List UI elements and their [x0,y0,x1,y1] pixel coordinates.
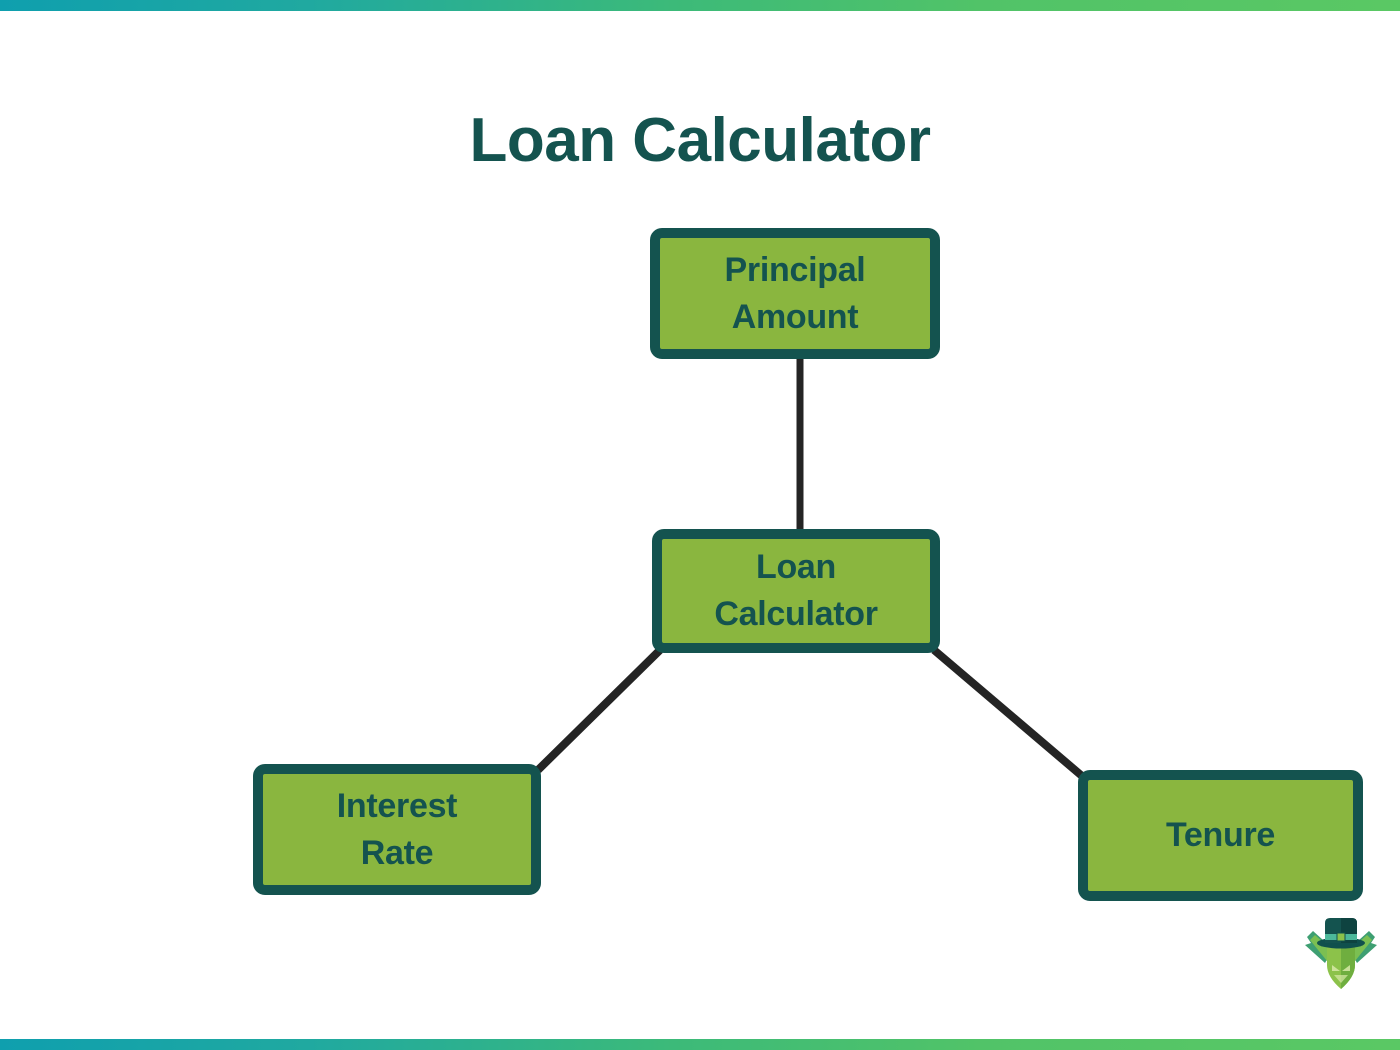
node-interest-rate-label: Interest Rate [336,786,458,872]
node-principal-amount-label: Principal Amount [724,250,866,336]
node-tenure[interactable]: Tenure [1078,770,1363,901]
node-interest-rate[interactable]: Interest Rate [253,764,541,895]
node-principal-amount[interactable]: Principal Amount [650,228,940,359]
page-title: Loan Calculator [469,105,931,175]
node-loan-calculator[interactable]: Loan Calculator [652,529,940,653]
bottom-gradient-rule [0,1039,1400,1050]
mascot-logo-icon [1305,918,1377,989]
node-loan-calculator-label: Loan Calculator [714,548,878,633]
node-tenure-label: Tenure [1165,816,1276,854]
edge-center-to-interest [535,647,663,773]
top-gradient-rule [0,0,1400,11]
edge-center-to-tenure [931,646,1085,780]
